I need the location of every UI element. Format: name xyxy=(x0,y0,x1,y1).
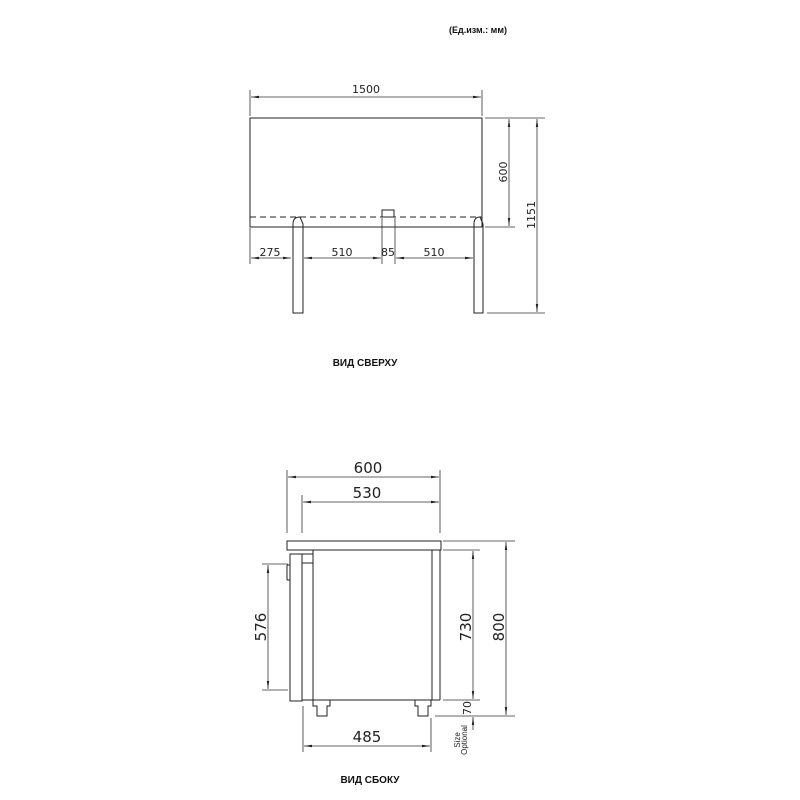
dim-door-height: 576 xyxy=(252,613,270,642)
dim-inner-depth: 530 xyxy=(353,484,382,502)
dim-side-depth: 600 xyxy=(354,459,383,477)
dim-span-left: 510 xyxy=(332,246,353,259)
dim-center: 85 xyxy=(381,246,395,259)
dim-overall-depth: 1151 xyxy=(525,201,538,229)
dim-span-right: 510 xyxy=(424,246,445,259)
dim-body-height: 730 xyxy=(457,613,475,642)
dim-total-height: 800 xyxy=(490,613,508,642)
cabinet-body xyxy=(312,549,433,701)
size-label: Size xyxy=(453,732,462,748)
optional-label: Optional xyxy=(460,725,469,755)
door xyxy=(289,553,303,702)
top-view: 1500 275 510 85 510 600 1151 ВИД СВЕРХУ xyxy=(249,83,545,369)
leg-right xyxy=(473,216,484,314)
handle xyxy=(381,209,395,218)
foot-front xyxy=(312,700,331,717)
leg-left xyxy=(292,216,304,314)
side-view-caption: ВИД СБОКУ xyxy=(340,775,400,786)
door-handle xyxy=(286,564,290,581)
dim-leg-height: 70 xyxy=(461,701,474,715)
worktop xyxy=(286,540,442,551)
foot-rear xyxy=(414,700,432,717)
dim-depth: 600 xyxy=(497,162,510,183)
dim-width-label: 1500 xyxy=(352,83,380,96)
units-note: (Ед.изм.: мм) xyxy=(449,25,507,35)
top-view-caption: ВИД СВЕРХУ xyxy=(333,358,398,369)
dim-leg-spacing: 485 xyxy=(353,728,382,746)
top-surface xyxy=(249,117,483,228)
side-view: 600 530 576 730 800 70 Size Optional 485 xyxy=(252,459,515,786)
dim-offset-left: 275 xyxy=(260,246,281,259)
